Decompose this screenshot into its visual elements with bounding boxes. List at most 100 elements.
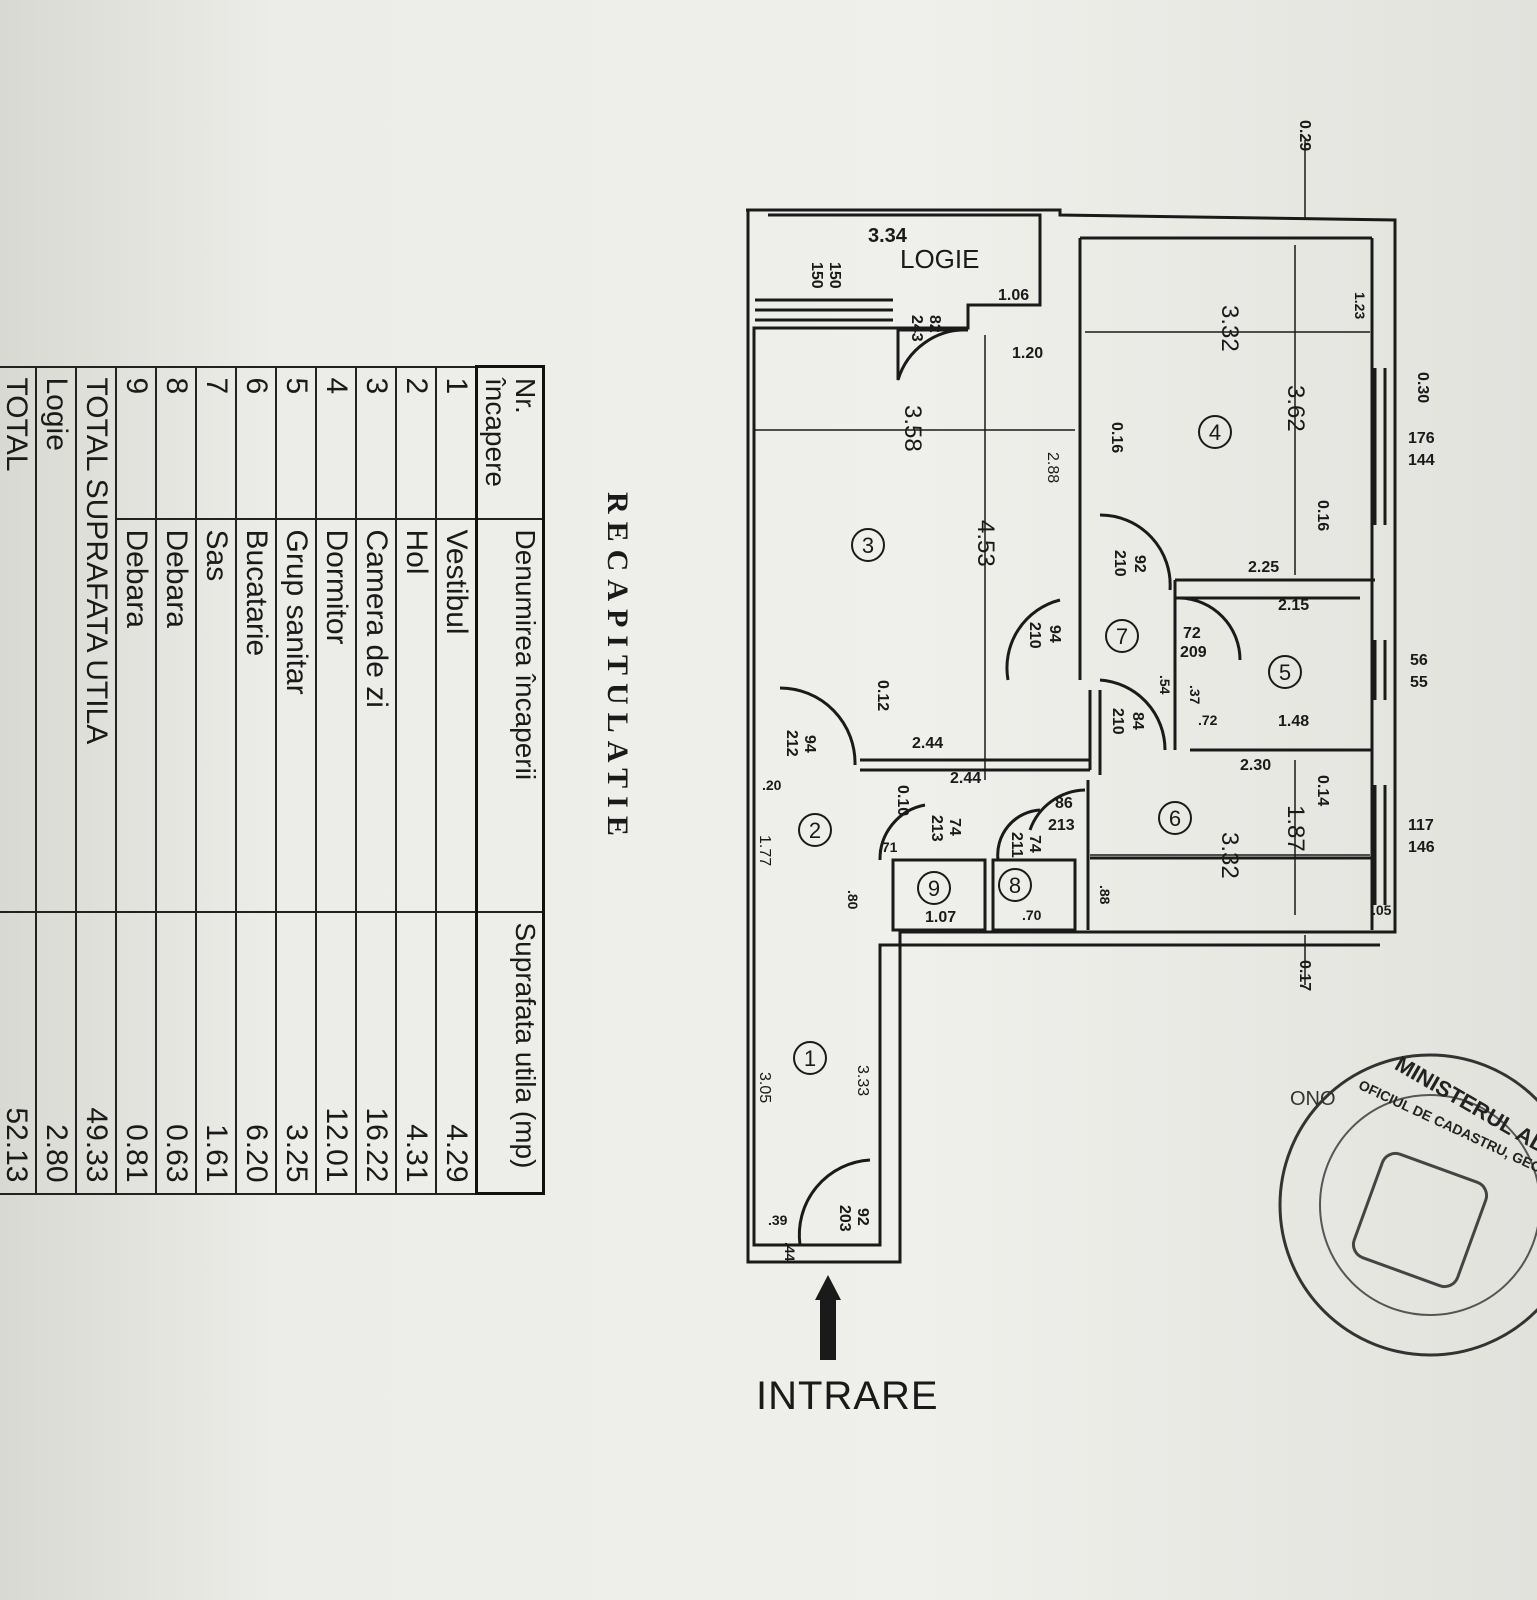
row-area: 16.22	[356, 911, 396, 1194]
row-name: Camera de zi	[356, 518, 396, 912]
total-value: 52.13	[0, 911, 36, 1194]
row-name: Grup sanitar	[276, 518, 316, 912]
room-9-number: 9	[928, 876, 940, 901]
total-utila-value: 49.33	[76, 911, 116, 1194]
dim-362: 3.62	[1282, 385, 1309, 432]
row-nr: 5	[276, 366, 316, 519]
room-7-number: 7	[1116, 624, 1128, 649]
dim-014: 0.14	[1314, 775, 1331, 806]
door-210b: 210	[1026, 622, 1043, 649]
room-4-number: 4	[1209, 420, 1221, 445]
dim-05: .05	[1372, 902, 1392, 918]
dim-s54: .54	[1157, 675, 1173, 695]
dim-332b: 3.32	[1216, 832, 1243, 879]
dim-010: 0.10	[894, 785, 911, 816]
row-area: 4.31	[396, 911, 436, 1194]
row-name: Debara	[116, 518, 156, 912]
dim-215: 2.15	[1278, 597, 1309, 614]
dim-071: .71	[878, 839, 898, 855]
row-area: 12.01	[316, 911, 356, 1194]
dim-70: .70	[1022, 907, 1042, 923]
col-header-area: Suprafata utila (mp)	[476, 911, 544, 1194]
row-area: 1.61	[196, 911, 236, 1194]
col-header-nr: Nr. încapere	[476, 366, 544, 519]
dim-177: 1.77	[756, 835, 773, 866]
total-utila-label: TOTAL SUPRAFATA UTILA	[76, 366, 116, 912]
door-82: 82	[926, 315, 943, 333]
dim-213a: 213	[1048, 817, 1075, 834]
dim-225: 2.25	[1248, 559, 1279, 576]
total-label: TOTAL	[0, 366, 36, 912]
dim-332a: 3.32	[1216, 305, 1243, 352]
dim-358: 3.58	[899, 405, 926, 452]
door-210c: 210	[1109, 708, 1126, 735]
door-243: 243	[908, 315, 925, 342]
row-area: 6.20	[236, 911, 276, 1194]
room-3-number: 3	[862, 533, 874, 558]
door-74a: 74	[946, 818, 963, 836]
dim-016b: 0.16	[1314, 500, 1331, 531]
door-94b: 94	[801, 735, 818, 753]
dim-230: 2.30	[1240, 757, 1271, 774]
row-nr: 7	[196, 366, 236, 519]
dim-s44: .44	[782, 1242, 798, 1262]
coat-of-arms-icon	[1351, 1151, 1489, 1289]
dim-453: 4.53	[972, 520, 999, 567]
dim-117: 117	[1408, 817, 1434, 834]
row-area: 4.29	[436, 911, 477, 1194]
official-stamp: MINISTERUL ADMINISTRATIEI OFICIUL DE CAD…	[1278, 1051, 1537, 1357]
row-nr: 3	[356, 366, 396, 519]
door-213b: 213	[928, 815, 945, 842]
dim-150: 150	[808, 262, 825, 289]
dim-s80: .80	[845, 890, 861, 910]
plan-outer-wall	[746, 208, 1397, 1264]
plan-inner-wall	[752, 213, 1380, 1247]
logie-label: LOGIE	[900, 244, 979, 274]
dim-288: 2.88	[1044, 452, 1061, 483]
dim-072: .72	[1198, 712, 1218, 728]
dim-333: 3.33	[854, 1065, 871, 1096]
dim-209: 209	[1180, 644, 1207, 661]
room-6-number: 6	[1169, 806, 1181, 831]
row-name: Hol	[396, 518, 436, 912]
logie-label: Logie	[36, 366, 76, 912]
stamp-text-side: ONO	[1290, 1088, 1336, 1110]
dim-017: 0.17	[1296, 960, 1313, 991]
dim-305: 3.05	[756, 1072, 773, 1103]
logie-value: 2.80	[36, 911, 76, 1194]
entry-label: INTRARE	[756, 1374, 939, 1418]
row-name: Vestibul	[436, 518, 477, 912]
dim-176: 176	[1408, 430, 1435, 447]
row-nr: 8	[156, 366, 196, 519]
dim-244b: 2.44	[950, 770, 981, 787]
room-1-number: 1	[804, 1046, 816, 1071]
dim-106: 1.06	[998, 287, 1029, 304]
door-212: 212	[783, 730, 800, 757]
row-area: 0.81	[116, 911, 156, 1194]
dim-030: 0.30	[1414, 372, 1431, 403]
dim-55: 55	[1410, 674, 1428, 691]
door-92a: 92	[1131, 555, 1148, 573]
recap-title: RECAPITULATIE	[601, 492, 634, 844]
room-2-number: 2	[809, 818, 821, 843]
row-nr: 1	[436, 366, 477, 519]
dim-148: 1.48	[1278, 713, 1309, 730]
recap-table-wrapper: Nr. încapere Denumirea încaperii Suprafa…	[0, 365, 545, 1195]
door-74b: 74	[1026, 835, 1043, 853]
dim-187: 1.87	[1282, 805, 1309, 852]
dim-150b: 150	[826, 262, 843, 289]
row-name: Bucatarie	[236, 518, 276, 912]
dim-72-door: 72	[1183, 625, 1201, 642]
dim-s37: .37	[1187, 685, 1203, 705]
dim-029: 0.29	[1296, 120, 1313, 151]
